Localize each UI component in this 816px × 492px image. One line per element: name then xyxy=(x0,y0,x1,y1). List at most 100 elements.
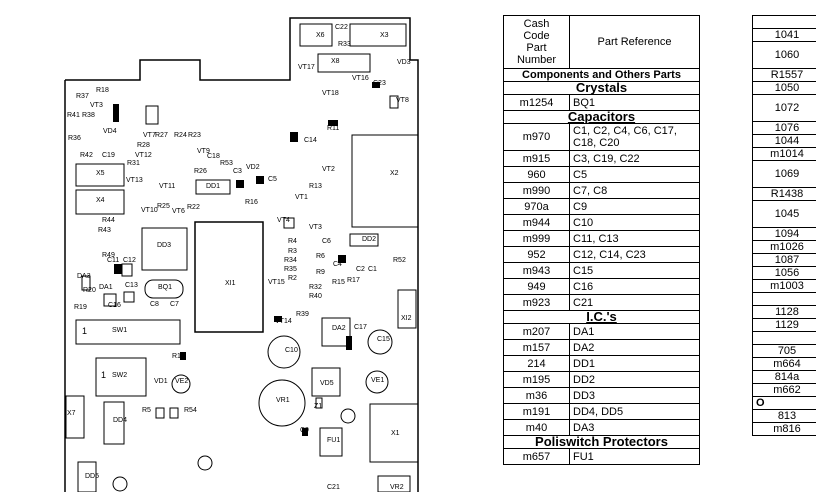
chip-dd2 xyxy=(349,233,379,247)
pcb-label: X2 xyxy=(390,170,399,177)
table-row: R1557 xyxy=(752,68,816,82)
mount-hole-1 xyxy=(197,455,213,471)
part-code: m990 xyxy=(503,182,570,199)
pcb-label: VT3 xyxy=(309,224,322,231)
part-code: m195 xyxy=(503,371,570,388)
part-code: 705 xyxy=(752,344,816,358)
pcb-label: R27 xyxy=(155,132,168,139)
part-reference: C5 xyxy=(569,166,700,183)
part-reference: DD2 xyxy=(569,371,700,388)
part-reference-line: C7, C8 xyxy=(573,184,608,197)
header-reference: Part Reference xyxy=(569,15,700,69)
table-row: 1087 xyxy=(752,253,816,267)
part-reference: C16 xyxy=(569,278,700,295)
part-code: m1254 xyxy=(503,94,570,111)
pcb-label: VD3 xyxy=(397,59,411,66)
part-code: m999 xyxy=(503,230,570,247)
board-outline xyxy=(64,17,419,492)
pcb-label: DA2 xyxy=(332,325,346,332)
part-reference-line: C11, C13 xyxy=(573,232,619,245)
part-reference-line: DD2 xyxy=(573,373,596,386)
part-code: 1087 xyxy=(752,253,816,267)
section-title: Capacitors xyxy=(503,110,700,124)
pcb-label: R34 xyxy=(284,257,297,264)
table-row: 1069 xyxy=(752,160,816,188)
part-code: m662 xyxy=(752,383,816,397)
section-row: Capacitors xyxy=(503,110,700,124)
pcb-label: R31 xyxy=(127,160,140,167)
mount-hole-3 xyxy=(340,408,356,424)
pcb-label: VR2 xyxy=(390,484,404,491)
part-reference-line: DA1 xyxy=(573,325,595,338)
part-code: m191 xyxy=(503,403,570,420)
ve2 xyxy=(171,374,191,394)
table-row: m662 xyxy=(752,383,816,397)
pcb-label: C6 xyxy=(322,238,331,245)
pcb-label: R54 xyxy=(184,407,197,414)
pcb-label: 1 xyxy=(101,370,106,380)
pcb-label: R17 xyxy=(347,277,360,284)
pcb-label: VR1 xyxy=(276,397,290,404)
pcb-label: C13 xyxy=(125,282,138,289)
pcb-label: R13 xyxy=(309,183,322,190)
part-code: R1557 xyxy=(752,68,816,82)
part-reference: FU1 xyxy=(569,448,700,465)
pcb-label: R36 xyxy=(68,135,81,142)
table-row: 814a xyxy=(752,370,816,384)
pcb-label: R43 xyxy=(98,227,111,234)
pcb-label: VT1 xyxy=(295,194,308,201)
part-code: 970a xyxy=(503,198,570,215)
pcb-label: VD4 xyxy=(103,128,117,135)
part-reference: C15 xyxy=(569,262,700,279)
part-reference: DD4, DD5 xyxy=(569,403,700,420)
pcb-label: R18 xyxy=(96,87,109,94)
pcb-label: VT3 xyxy=(90,102,103,109)
chip-da2 xyxy=(321,317,351,347)
part-reference: C1, C2, C4, C6, C17,C18, C20 xyxy=(569,123,700,151)
part-reference: C12, C14, C23 xyxy=(569,246,700,263)
chip-xi1 xyxy=(194,221,264,333)
part-reference-line: DA2 xyxy=(573,341,595,354)
part-code: m915 xyxy=(503,150,570,167)
pcb-label: VT7 xyxy=(143,132,156,139)
part-reference-line: C18, C20 xyxy=(573,137,620,149)
table-row xyxy=(752,15,816,29)
chip-dd5 xyxy=(77,461,97,492)
vr1 xyxy=(258,379,306,427)
pcb-label: Z1 xyxy=(314,403,322,410)
capacitor-c15 xyxy=(367,329,393,355)
table-row xyxy=(752,292,816,306)
part-code: 1060 xyxy=(752,41,816,69)
pcb-label: R5 xyxy=(142,407,151,414)
pcb-label: R15 xyxy=(332,279,345,286)
small-pads xyxy=(81,82,399,436)
part-reference-line: DD3 xyxy=(573,389,596,402)
section-row: Crystals xyxy=(503,81,700,95)
part-reference-line: C1, C2, C4, C6, C17, xyxy=(573,125,677,137)
crystal-x5 xyxy=(75,163,125,187)
pcb-label: VT8 xyxy=(396,97,409,104)
pcb-label: R26 xyxy=(194,168,207,175)
table-row: 1076 xyxy=(752,121,816,135)
pcb-label: VT14 xyxy=(275,318,292,325)
pcb-label: R37 xyxy=(76,93,89,100)
part-code: 214 xyxy=(503,355,570,372)
part-code: m36 xyxy=(503,387,570,404)
part-code: R1438 xyxy=(752,187,816,201)
part-code: m657 xyxy=(503,448,570,465)
pcb-label: VT10 xyxy=(141,207,158,214)
pcb-label: R40 xyxy=(309,293,322,300)
part-code: m1014 xyxy=(752,147,816,161)
table-row: O xyxy=(752,396,816,410)
part-reference: C10 xyxy=(569,214,700,231)
table-row: m1014 xyxy=(752,147,816,161)
part-reference-line: C5 xyxy=(573,168,588,181)
part-reference-line: BQ1 xyxy=(573,96,596,109)
